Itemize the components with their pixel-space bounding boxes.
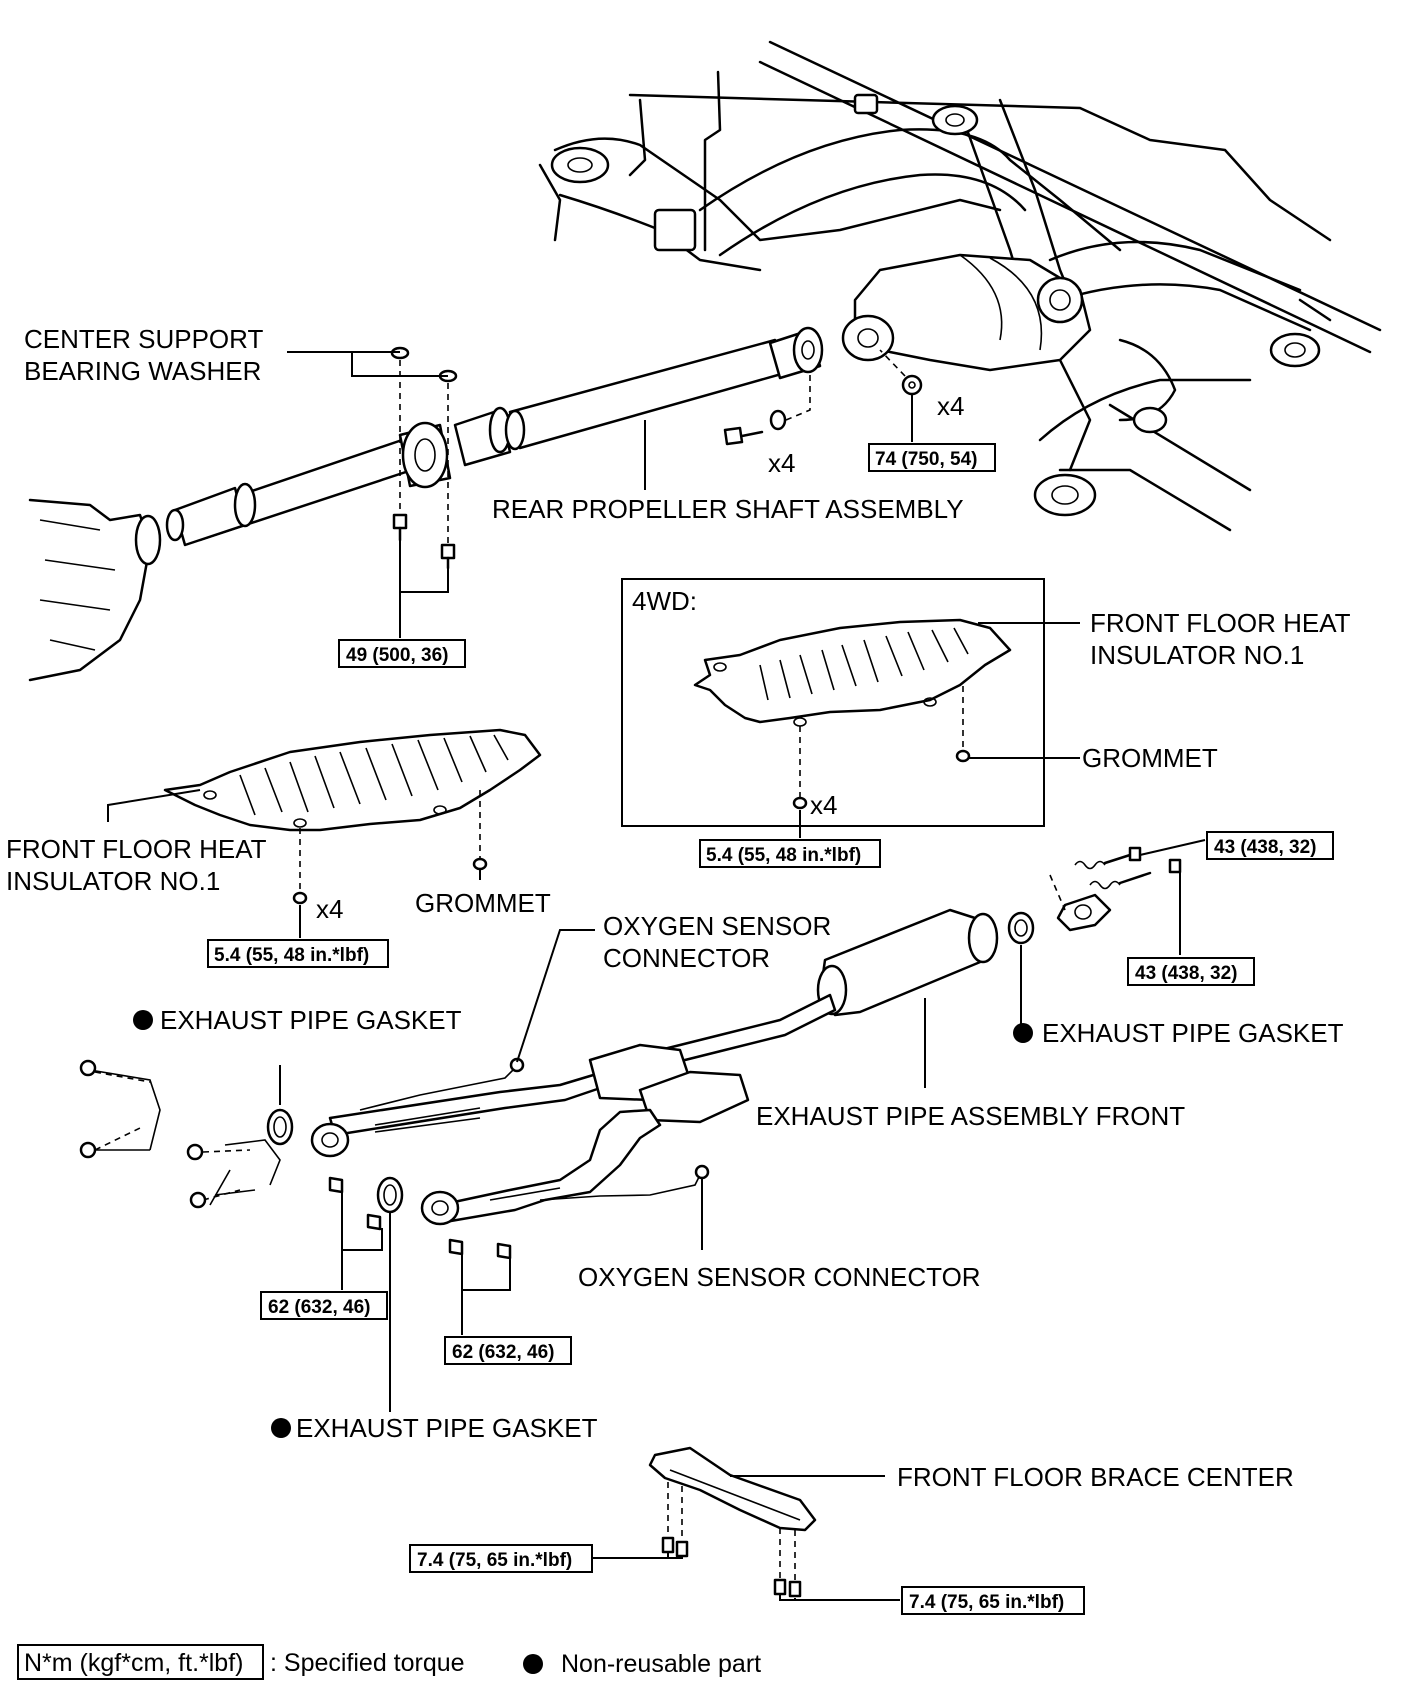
- torque-spec-49: 49 (500, 36): [338, 639, 466, 668]
- torque-value: 62 (632, 46): [452, 1342, 554, 1363]
- exhaust-gasket-label-right: EXHAUST PIPE GASKET: [1042, 1018, 1344, 1048]
- leader-lines: [107, 351, 1206, 1601]
- insulator-nut-quantity: x4: [316, 894, 343, 924]
- exhaust-gasket-label-bottom: EXHAUST PIPE GASKET: [296, 1413, 598, 1443]
- rear-propeller-shaft-drawing: [28, 326, 824, 682]
- torque-spec-7-4-left: 7.4 (75, 65 in.*lbf): [409, 1544, 593, 1573]
- non-reusable-marker: [271, 1418, 291, 1438]
- torque-spec-62-left: 62 (632, 46): [260, 1291, 388, 1320]
- oxygen-sensor-connector-label-line2: CONNECTOR: [603, 943, 770, 973]
- torque-value: 5.4 (55, 48 in.*lbf): [706, 845, 861, 866]
- torque-value: 7.4 (75, 65 in.*lbf): [417, 1550, 572, 1571]
- heat-insulator-4wd-label-line2: INSULATOR NO.1: [1090, 640, 1304, 670]
- 4wd-label: 4WD:: [632, 586, 697, 616]
- exhaust-pipe-assembly-label: EXHAUST PIPE ASSEMBLY FRONT: [756, 1101, 1185, 1131]
- front-floor-brace-drawing: [648, 1446, 817, 1598]
- oxygen-sensor-connector-label: OXYGEN SENSOR CONNECTOR: [578, 1262, 981, 1292]
- center-support-label-line1: CENTER SUPPORT: [24, 324, 263, 354]
- legend-non-reusable: Non-reusable part: [561, 1650, 761, 1678]
- propeller-flange-bolt-drawing: [723, 370, 811, 446]
- torque-spec-5-4: 5.4 (55, 48 in.*lbf): [207, 939, 389, 968]
- torque-value: 43 (438, 32): [1214, 837, 1316, 858]
- diff-nut-quantity: x4: [937, 391, 964, 421]
- torque-spec-74: 74 (750, 54): [868, 443, 996, 472]
- torque-value: 5.4 (55, 48 in.*lbf): [214, 945, 369, 966]
- oxygen-sensor-connector-label-line1: OXYGEN SENSOR: [603, 911, 831, 941]
- rear-propeller-label: REAR PROPELLER SHAFT ASSEMBLY: [492, 494, 964, 524]
- torque-value: 74 (750, 54): [875, 449, 977, 470]
- 4wd-heat-insulator-drawing: [693, 618, 1012, 810]
- legend-non-reusable-marker: [523, 1654, 543, 1674]
- manifold-nuts-drawing: [79, 1059, 281, 1209]
- 4wd-variant-frame: [621, 578, 1045, 827]
- legend-torque-unit: N*m (kgf*cm, ft.*lbf): [24, 1649, 243, 1677]
- torque-spec-43-top: 43 (438, 32): [1206, 831, 1334, 860]
- 4wd-nut-quantity: x4: [810, 790, 837, 820]
- torque-value: 7.4 (75, 65 in.*lbf): [909, 1592, 1064, 1613]
- differential-nut-drawing: [879, 349, 923, 396]
- heat-insulator-label-line1: FRONT FLOOR HEAT: [6, 834, 267, 864]
- exhaust-gasket-label-left: EXHAUST PIPE GASKET: [160, 1005, 462, 1035]
- torque-spec-62-right: 62 (632, 46): [444, 1336, 572, 1365]
- center-bearing-bolt-drawing: [392, 513, 456, 570]
- heat-insulator-label-line2: INSULATOR NO.1: [6, 866, 220, 896]
- torque-spec-7-4-right: 7.4 (75, 65 in.*lbf): [901, 1586, 1085, 1615]
- rear-flange-springs-drawing: [1049, 846, 1182, 932]
- grommet-4wd-label: GROMMET: [1082, 743, 1218, 773]
- propeller-bolt-quantity: x4: [768, 448, 795, 478]
- torque-value: 62 (632, 46): [268, 1297, 370, 1318]
- non-reusable-marker: [1013, 1023, 1033, 1043]
- front-floor-brace-label: FRONT FLOOR BRACE CENTER: [897, 1462, 1294, 1492]
- legend-specified-torque: : Specified torque: [270, 1649, 465, 1677]
- center-support-label-line2: BEARING WASHER: [24, 356, 261, 386]
- exhaust-pipe-assembly-drawing: [310, 908, 999, 1226]
- torque-value: 49 (500, 36): [346, 645, 448, 666]
- torque-spec-5-4-4wd: 5.4 (55, 48 in.*lbf): [699, 839, 881, 868]
- legend: N*m (kgf*cm, ft.*lbf) : Specified torque…: [17, 1644, 761, 1680]
- rear-suspension-member-drawing: [538, 40, 1382, 532]
- torque-value: 43 (438, 32): [1135, 963, 1237, 984]
- torque-spec-43-bottom: 43 (438, 32): [1127, 957, 1255, 986]
- heat-insulator-drawing: [163, 728, 542, 905]
- heat-insulator-4wd-label-line1: FRONT FLOOR HEAT: [1090, 608, 1351, 638]
- front-pipe-bolts-drawing: [328, 1176, 512, 1260]
- grommet-label: GROMMET: [415, 888, 551, 918]
- non-reusable-marker: [133, 1010, 153, 1030]
